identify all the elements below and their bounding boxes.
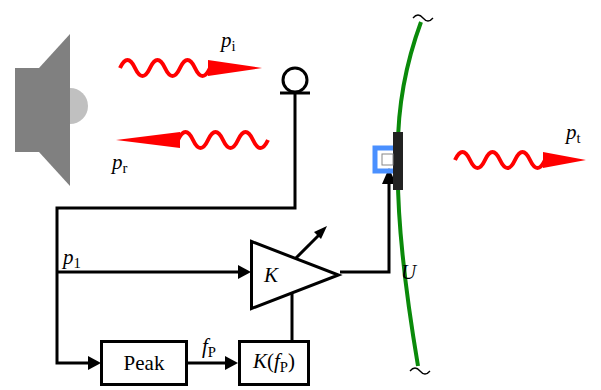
connector-line	[291, 294, 294, 340]
actuator-core	[382, 154, 393, 165]
amplifier-triangle: K	[250, 240, 340, 310]
signal-label: pt	[566, 122, 581, 146]
text-run: (	[267, 349, 274, 373]
signal-label: pi	[221, 30, 236, 54]
signal-wire	[57, 271, 242, 274]
break-mark	[410, 368, 430, 374]
text-run: t	[577, 130, 581, 146]
text-run: p	[566, 120, 577, 144]
wave-arrowhead	[116, 132, 180, 148]
text-run: r	[123, 160, 128, 176]
membrane	[398, 22, 421, 366]
signal-label: p1	[63, 247, 81, 271]
text-run: p	[112, 150, 123, 174]
variable-gain-arrowhead	[314, 226, 327, 239]
node-label: K(fP)	[253, 351, 295, 375]
process-box: Peak	[100, 340, 188, 386]
edge-label: fP	[201, 336, 217, 360]
text-run: P	[280, 359, 288, 375]
text-run: p	[63, 245, 74, 269]
signal-label: U	[401, 262, 416, 283]
text-run: Peak	[124, 351, 165, 375]
wave-arrowhead	[543, 152, 586, 168]
break-mark	[413, 15, 433, 21]
text-run: K	[264, 263, 278, 287]
speaker-cone	[39, 34, 70, 186]
text-run: 1	[74, 255, 81, 271]
text-run: P	[208, 344, 216, 360]
text-run: i	[232, 38, 236, 54]
text-run: )	[288, 349, 295, 373]
text-run: K	[253, 349, 267, 373]
microphone	[283, 68, 307, 92]
transmitted-wave	[455, 152, 545, 168]
reflected-wave	[178, 132, 268, 148]
actuator-mass	[393, 132, 403, 190]
node-label: K	[264, 265, 278, 286]
text-run: f	[202, 334, 208, 358]
wave-arrowhead	[208, 60, 262, 76]
text-run: p	[221, 28, 232, 52]
wire-arrowhead	[238, 265, 251, 279]
actuator-coil	[375, 148, 393, 171]
amplifier-outline	[250, 240, 340, 310]
text-run: U	[401, 260, 416, 284]
process-box: K(fP)	[238, 340, 310, 386]
output-wire	[340, 180, 389, 272]
arrowhead	[225, 356, 238, 370]
connector-line	[188, 362, 228, 365]
speaker-dome	[70, 88, 88, 124]
signal-label: pr	[112, 152, 127, 176]
incident-wave	[120, 60, 210, 76]
speaker-body	[15, 68, 39, 152]
connector	[292, 294, 293, 340]
text-run: f	[274, 349, 280, 373]
signal-wire	[57, 93, 295, 363]
node-label: Peak	[124, 353, 165, 374]
